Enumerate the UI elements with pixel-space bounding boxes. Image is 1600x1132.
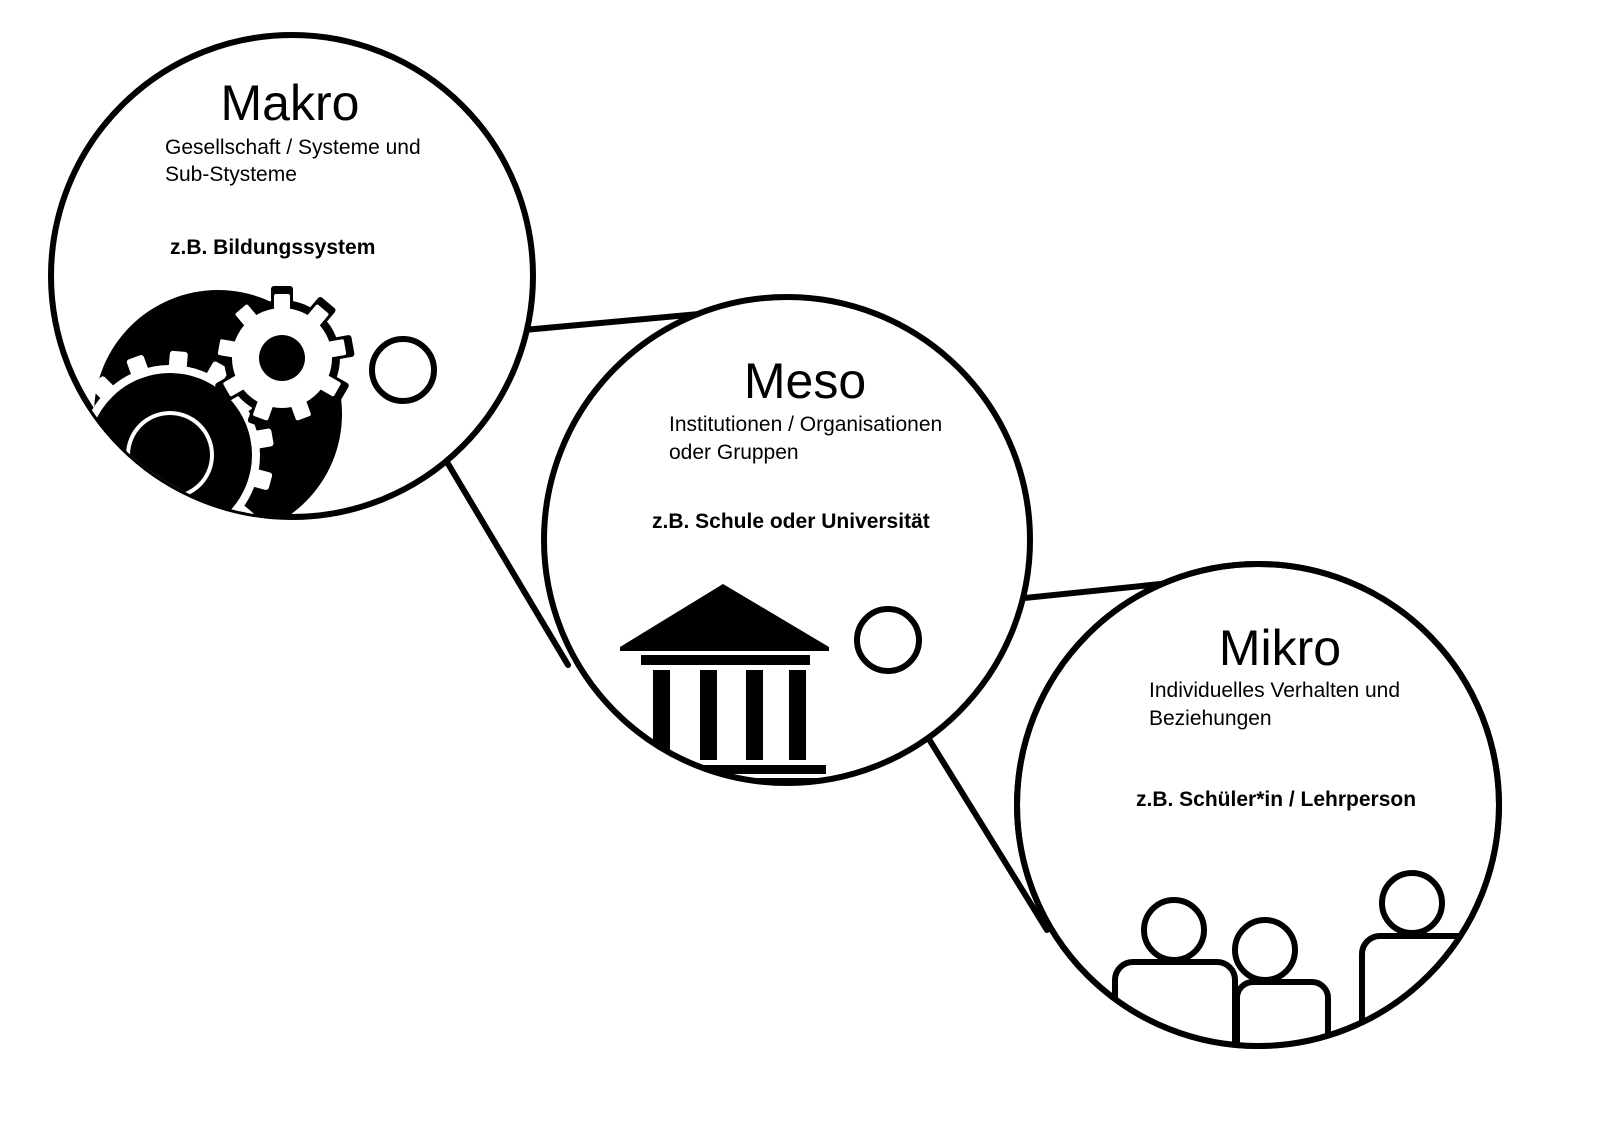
person-head [1141,897,1207,963]
gears-icon [65,286,355,517]
building-column [746,670,763,760]
meso-zoom-lens [854,606,922,674]
building-column [789,670,806,760]
meso-description-line1: Institutionen / Organisationen [669,413,942,436]
person-body [1112,959,1238,1046]
makro-example: z.B. Bildungssystem [170,236,375,259]
makro-level: Makro Gesellschaft / Systeme und Sub-Sty… [48,32,536,520]
makro-description-line2: Sub-Stysteme [165,163,297,186]
person-head [1379,870,1445,936]
small-gear [209,286,355,429]
mikro-description-line1: Individuelles Verhalten und [1149,679,1400,702]
makro-title: Makro [221,75,360,131]
building-architrave [641,655,810,665]
mikro-level: Mikro Individuelles Verhalten und Bezieh… [1014,561,1502,1049]
makro-description-line1: Gesellschaft / Systeme und [165,136,421,159]
mikro-description-line2: Beziehungen [1149,707,1272,730]
building-column [700,670,717,760]
mikro-circle-outline [1014,561,1502,1049]
meso-description-line2: oder Gruppen [669,441,799,464]
building-column [653,670,670,760]
meso-title: Meso [744,353,866,409]
person-head [1232,917,1298,983]
mikro-title: Mikro [1219,620,1341,676]
meso-level: Meso Institutionen / Organisationen oder… [541,294,1033,786]
mikro-example: z.B. Schüler*in / Lehrperson [1136,788,1416,811]
makro-zoom-lens [369,336,437,404]
building-roof [620,584,829,651]
meso-example: z.B. Schule oder Universität [652,510,930,533]
building-step [641,765,826,774]
